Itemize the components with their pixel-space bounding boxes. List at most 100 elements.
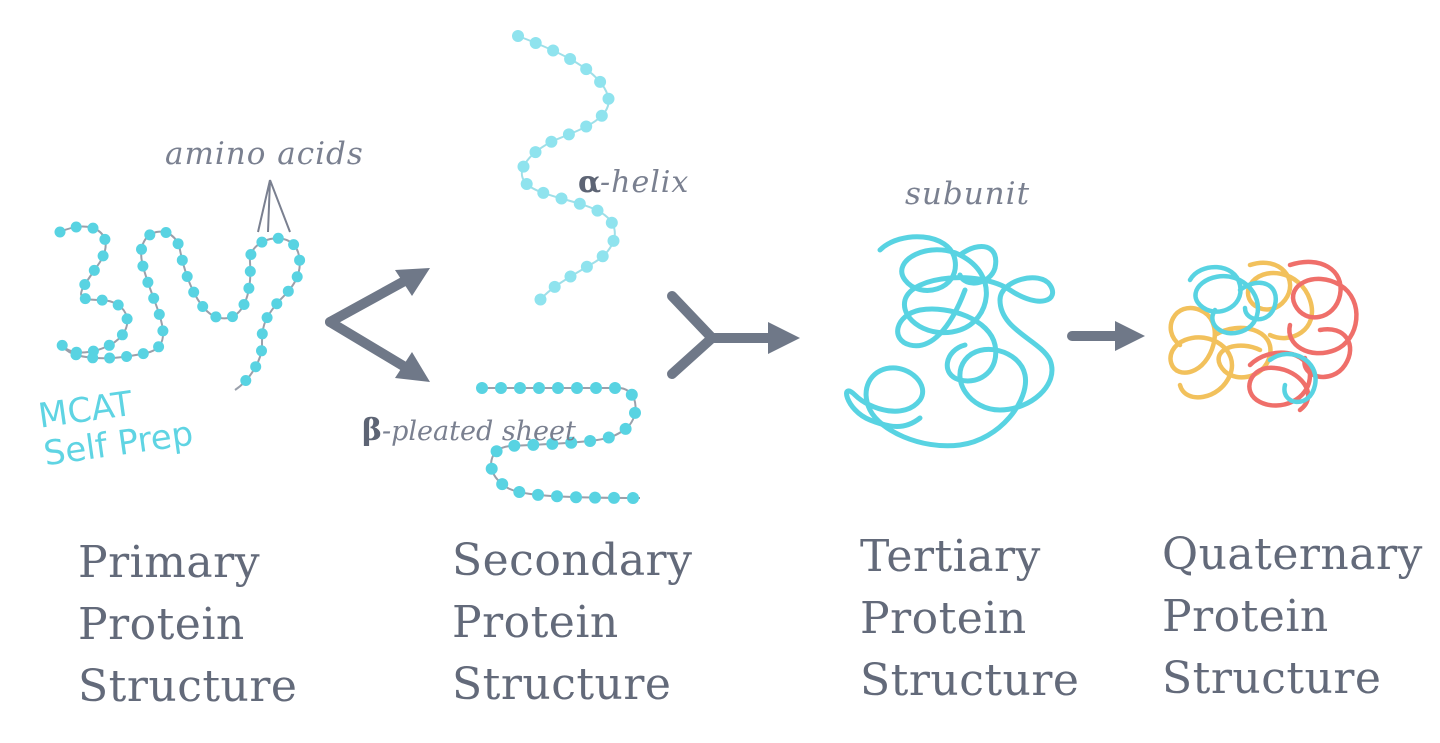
amino-acid-bead [294, 254, 306, 266]
amino-acid-bead [79, 279, 91, 290]
amino-acid-bead [227, 311, 238, 323]
amino-acid-bead [116, 329, 128, 341]
split-arrow [325, 273, 415, 375]
helix-bead [545, 135, 558, 148]
helix-bead [580, 63, 593, 76]
caption-primary-line3: Structure [78, 661, 298, 712]
sheet-bead [552, 382, 564, 394]
amino-acid-bead [56, 339, 68, 351]
sheet-bead [476, 382, 488, 394]
amino-acid-bead [99, 233, 111, 245]
amino-acid-bead [181, 271, 193, 282]
amino-acid-bead [197, 301, 209, 312]
caption-tertiary-line1: Tertiary [860, 531, 1041, 582]
sheet-bead [619, 422, 632, 435]
caption-primary-line2: Protein [78, 599, 245, 650]
helix-bead [605, 216, 618, 229]
amino-acid-bead [121, 313, 133, 325]
sheet-bead [490, 445, 503, 458]
helix-bead [555, 192, 568, 205]
merge-arrowhead [768, 322, 800, 354]
amino-acid-bead [172, 238, 184, 250]
amino-acid-bead [70, 349, 82, 361]
sheet-bead [565, 436, 578, 449]
final-arrowhead [1115, 321, 1145, 351]
sheet-bead [608, 491, 620, 504]
amino-acid-bead [282, 285, 294, 297]
sheet-bead [584, 435, 597, 447]
amino-acid-bead [157, 325, 169, 337]
amino-acid-bead [244, 265, 256, 277]
helix-bead [594, 75, 607, 88]
caption-quaternary-line3: Structure [1162, 653, 1382, 704]
helix-bead [573, 197, 586, 210]
amino-acid-bead [96, 294, 108, 306]
sheet-bead [551, 490, 563, 503]
amino-acid-bead [188, 286, 200, 298]
sheet-bead [532, 488, 544, 501]
amino-acid-bead [142, 276, 154, 288]
helix-bead [520, 178, 533, 190]
beta-sheet-chain [476, 382, 641, 504]
amino-acid-bead [238, 299, 250, 310]
helix-bead [547, 44, 560, 57]
sheet-bead [495, 382, 507, 394]
caption-quaternary-line1: Quaternary [1162, 529, 1423, 580]
sheet-bead [625, 388, 638, 401]
subunit-cyan [1187, 264, 1318, 405]
sheet-bead [546, 437, 559, 450]
amino-acid-bead [136, 243, 147, 255]
sheet-bead [602, 431, 615, 444]
helix-bead [607, 234, 620, 247]
amino-acid-bead [70, 221, 82, 233]
amino-acid-bead [88, 264, 100, 276]
amino-acids-label: amino acids [165, 136, 364, 172]
amino-acid-bead [144, 229, 156, 241]
primary-amino-acid-chain [54, 179, 306, 391]
sheet-bead [627, 492, 639, 504]
amino-acid-bead [87, 352, 99, 364]
amino-acid-bead [153, 308, 165, 320]
amino-acid-bead [153, 341, 165, 353]
arrowhead-down [395, 352, 430, 382]
subunit-label: subunit [905, 176, 1031, 212]
tertiary-subunit [844, 234, 1055, 449]
helix-bead [596, 250, 609, 263]
amino-acid-bead [240, 375, 252, 386]
amino-acid-bead [261, 312, 273, 324]
helix-bead [602, 92, 615, 105]
caption-tertiary-line2: Protein [860, 593, 1027, 644]
sheet-bead [609, 382, 621, 394]
helix-bead [564, 53, 577, 65]
amino-acid-bead [271, 298, 283, 310]
alpha-greek-label: α [578, 165, 601, 200]
sheet-bead [629, 406, 641, 419]
amino-acid-bead [103, 339, 115, 351]
sheet-bead [590, 382, 602, 394]
helix-bead [537, 186, 550, 199]
amino-acid-bead [291, 271, 303, 283]
caption-quaternary: Quaternary Protein Structure [1162, 524, 1423, 710]
helix-bead [580, 260, 593, 273]
amino-acid-bead [79, 293, 91, 305]
caption-secondary-line1: Secondary [452, 535, 693, 586]
amino-acid-bead [288, 239, 300, 251]
sheet-bead [485, 462, 498, 475]
amino-acid-bead [210, 311, 222, 323]
helix-bead [517, 160, 530, 173]
amino-acid-bead [160, 227, 172, 238]
amino-acid-bead [148, 292, 160, 304]
helix-bead [580, 120, 593, 133]
beta-greek-label: β [362, 413, 382, 448]
sheet-bead [571, 382, 583, 394]
caption-primary: Primary Protein Structure [78, 532, 297, 718]
merge-arrow [667, 291, 775, 379]
amino-acid-bead [272, 232, 284, 244]
amino-acid-bead [256, 236, 268, 248]
caption-quaternary-line2: Protein [1162, 591, 1329, 642]
amino-acid-bead [121, 351, 133, 362]
amino-acid-bead [256, 328, 268, 340]
sheet-bead [513, 486, 526, 498]
caption-tertiary-line3: Structure [860, 655, 1080, 706]
